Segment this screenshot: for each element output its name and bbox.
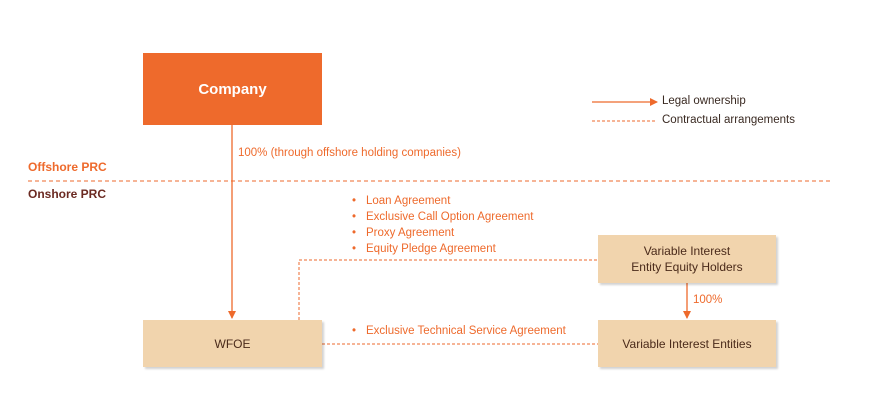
vie-label: Variable Interest Entities <box>622 336 752 351</box>
onshore-prc-label: Onshore PRC <box>28 187 107 201</box>
vie-holders-label-line1: Variable Interest <box>643 244 731 258</box>
agreement-item: •Exclusive Technical Service Agreement <box>352 325 566 337</box>
vie-equity-holders-box: Variable Interest Entity Equity Holders <box>598 235 776 283</box>
wfoe-holders-agreement-list: •Loan Agreement •Exclusive Call Option A… <box>352 193 533 257</box>
company-box: Company <box>143 53 322 125</box>
wfoe-box: WFOE <box>143 320 322 367</box>
bullet-icon: • <box>352 227 357 239</box>
wfoe-to-holders-contract-line <box>298 259 598 320</box>
holders-to-vie-ownership-label: 100% <box>693 294 723 306</box>
agreement-item: •Exclusive Call Option Agreement <box>352 211 534 223</box>
vie-holders-label-line2: Entity Equity Holders <box>631 260 743 274</box>
wfoe-label: WFOE <box>214 336 251 351</box>
bullet-icon: • <box>352 325 357 337</box>
company-label: Company <box>198 80 267 98</box>
agreement-item: •Equity Pledge Agreement <box>352 243 496 255</box>
company-to-wfoe-ownership-label: 100% (through offshore holding companies… <box>238 147 461 159</box>
agreement-item: •Loan Agreement <box>352 195 451 207</box>
vie-box: Variable Interest Entities <box>598 320 776 367</box>
legend-contractual-label: Contractual arrangements <box>662 114 795 126</box>
bullet-icon: • <box>352 211 357 223</box>
wfoe-vie-agreement-list: •Exclusive Technical Service Agreement <box>352 323 566 339</box>
bullet-icon: • <box>352 243 357 255</box>
agreement-item: •Proxy Agreement <box>352 227 455 239</box>
bullet-icon: • <box>352 195 357 207</box>
offshore-prc-label: Offshore PRC <box>28 160 107 174</box>
legend-legal-ownership-label: Legal ownership <box>662 95 746 107</box>
